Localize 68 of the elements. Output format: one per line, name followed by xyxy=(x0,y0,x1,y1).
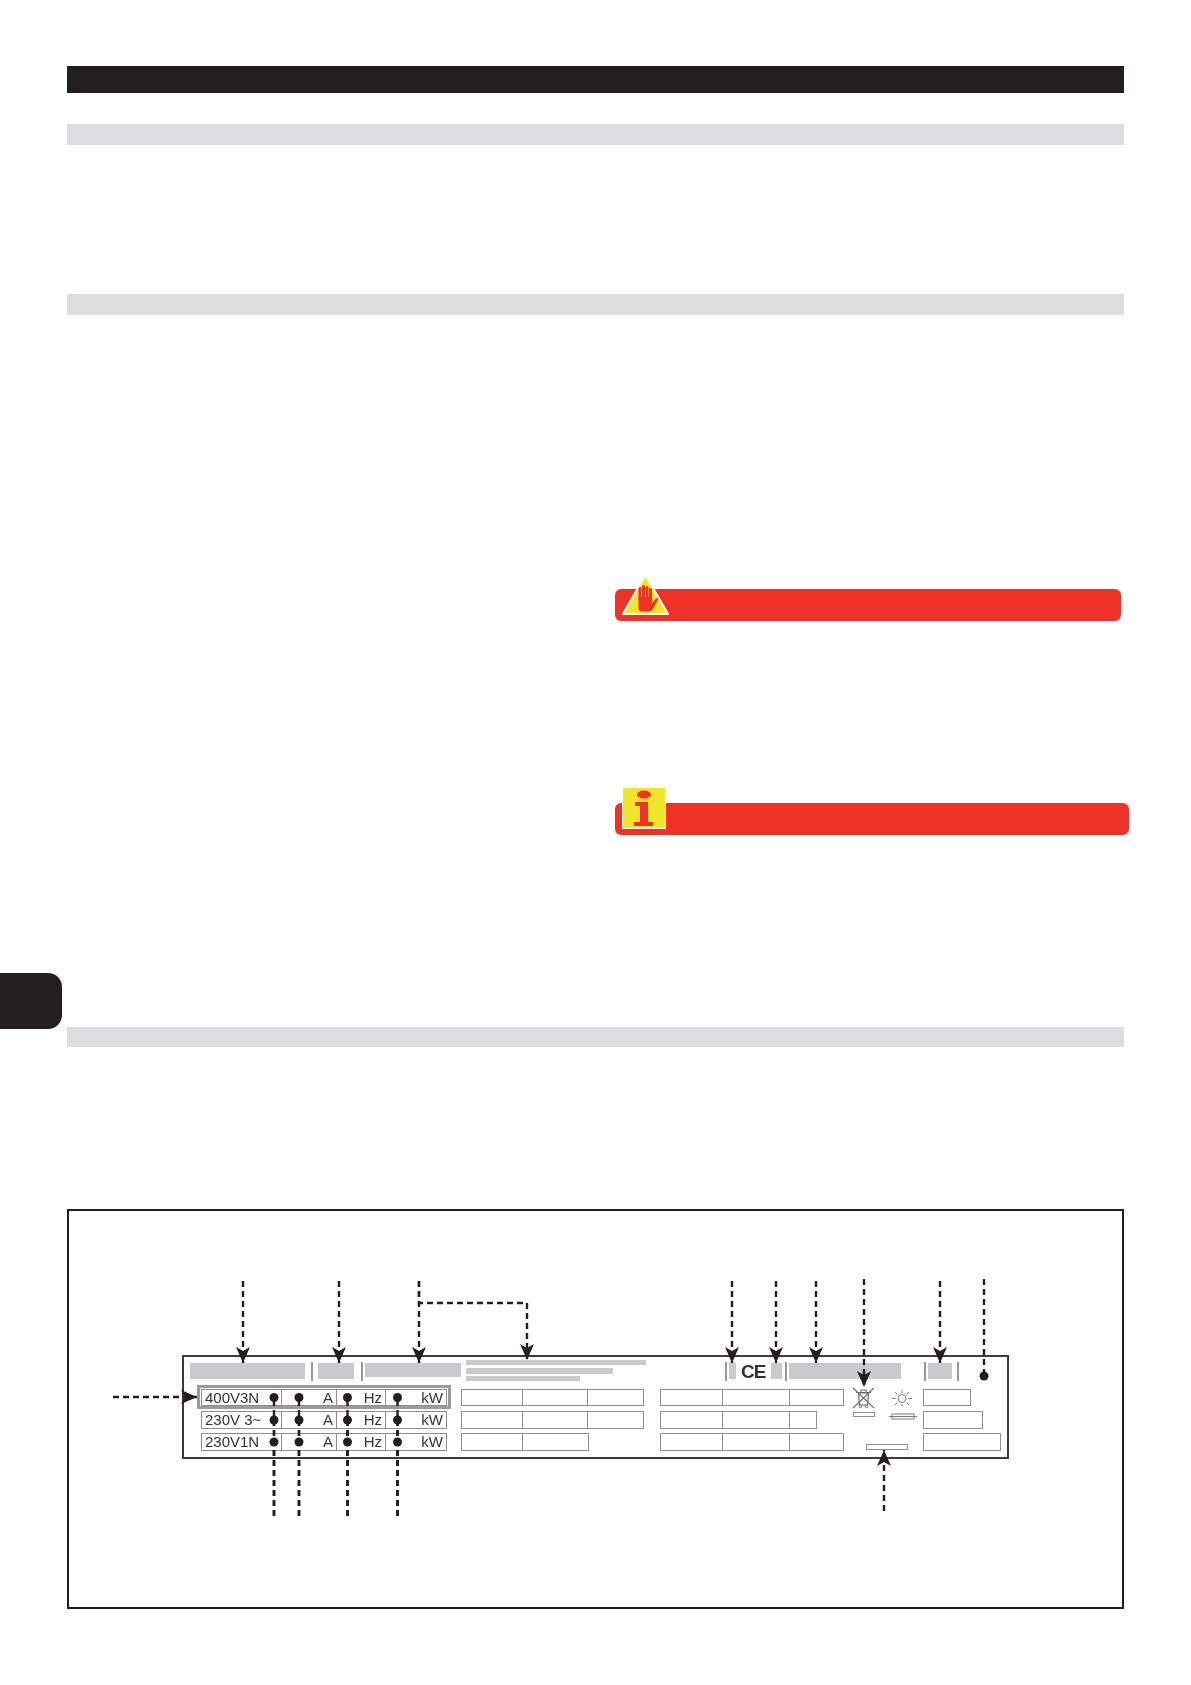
blank-cell xyxy=(789,1411,817,1429)
table-cell: kW xyxy=(385,1389,447,1406)
highlight-frame xyxy=(197,1385,451,1409)
blank-cell xyxy=(660,1389,723,1406)
table-cell: A xyxy=(281,1411,337,1429)
leader-arrow xyxy=(417,1281,534,1360)
text-placeholder-bar xyxy=(928,1363,952,1379)
dot-leader-line xyxy=(343,1437,352,1516)
text-placeholder-bar xyxy=(466,1360,646,1381)
blank-cell xyxy=(722,1389,790,1406)
blank-cell xyxy=(722,1433,790,1451)
leader-arrow xyxy=(332,1281,346,1363)
blank-cell xyxy=(660,1433,723,1451)
table-cell: Hz xyxy=(336,1389,386,1406)
table-cell: A xyxy=(281,1433,337,1451)
header-bar xyxy=(67,66,1124,93)
text-placeholder-bar xyxy=(190,1363,305,1379)
table-cell: 230V1N xyxy=(201,1433,282,1451)
text-placeholder-bar xyxy=(771,1363,782,1379)
leader-arrow xyxy=(857,1279,871,1387)
blank-cell xyxy=(789,1389,844,1406)
table-cell: Hz xyxy=(336,1411,386,1429)
table-cell: kW xyxy=(385,1433,447,1451)
leader-arrow xyxy=(725,1281,739,1363)
text-placeholder-bar xyxy=(365,1363,461,1377)
dot-leader-line xyxy=(393,1437,402,1516)
blank-cell xyxy=(923,1389,971,1406)
section-bar xyxy=(67,1027,1124,1047)
blank-field xyxy=(866,1444,908,1450)
blank-cell xyxy=(522,1433,589,1451)
blank-cell xyxy=(923,1411,983,1429)
blank-cell xyxy=(789,1433,844,1451)
table-cell: Hz xyxy=(336,1433,386,1451)
info-banner xyxy=(615,803,1129,835)
ce-mark: CE xyxy=(741,1361,767,1382)
blank-cell xyxy=(587,1411,644,1429)
blank-field xyxy=(853,1412,875,1417)
table-cell: 230V 3~ xyxy=(201,1411,282,1429)
crossed-bin-icon xyxy=(851,1387,876,1409)
leader-arrow xyxy=(769,1281,783,1363)
dot-leader-line xyxy=(294,1437,304,1516)
blank-cell xyxy=(461,1389,523,1406)
blank-cell xyxy=(722,1411,790,1429)
dot-leader-line xyxy=(979,1279,989,1381)
leader-arrow xyxy=(809,1281,823,1363)
section-bar xyxy=(67,124,1124,145)
blank-cell xyxy=(522,1389,588,1406)
blank-cell xyxy=(587,1389,644,1406)
leader-arrow xyxy=(113,1390,197,1404)
blank-cell xyxy=(923,1433,1001,1451)
blank-cell xyxy=(461,1433,523,1451)
text-placeholder-bar xyxy=(318,1363,354,1379)
rating-plate xyxy=(182,1355,1009,1459)
dot-leader-line xyxy=(269,1437,279,1516)
blank-cell xyxy=(660,1411,723,1429)
warning-banner xyxy=(615,589,1121,621)
section-bar xyxy=(67,294,1124,315)
text-placeholder-bar xyxy=(729,1363,736,1379)
side-tab xyxy=(0,973,62,1029)
leader-arrow xyxy=(933,1281,947,1363)
blank-cell xyxy=(522,1411,588,1429)
blank-cell xyxy=(461,1411,523,1429)
text-placeholder-bar xyxy=(789,1363,901,1379)
table-cell: kW xyxy=(385,1411,447,1429)
table-cell: A xyxy=(281,1389,337,1406)
table-cell: 400V3N xyxy=(201,1389,282,1406)
leader-arrow xyxy=(877,1450,891,1511)
leader-arrow xyxy=(236,1281,250,1363)
